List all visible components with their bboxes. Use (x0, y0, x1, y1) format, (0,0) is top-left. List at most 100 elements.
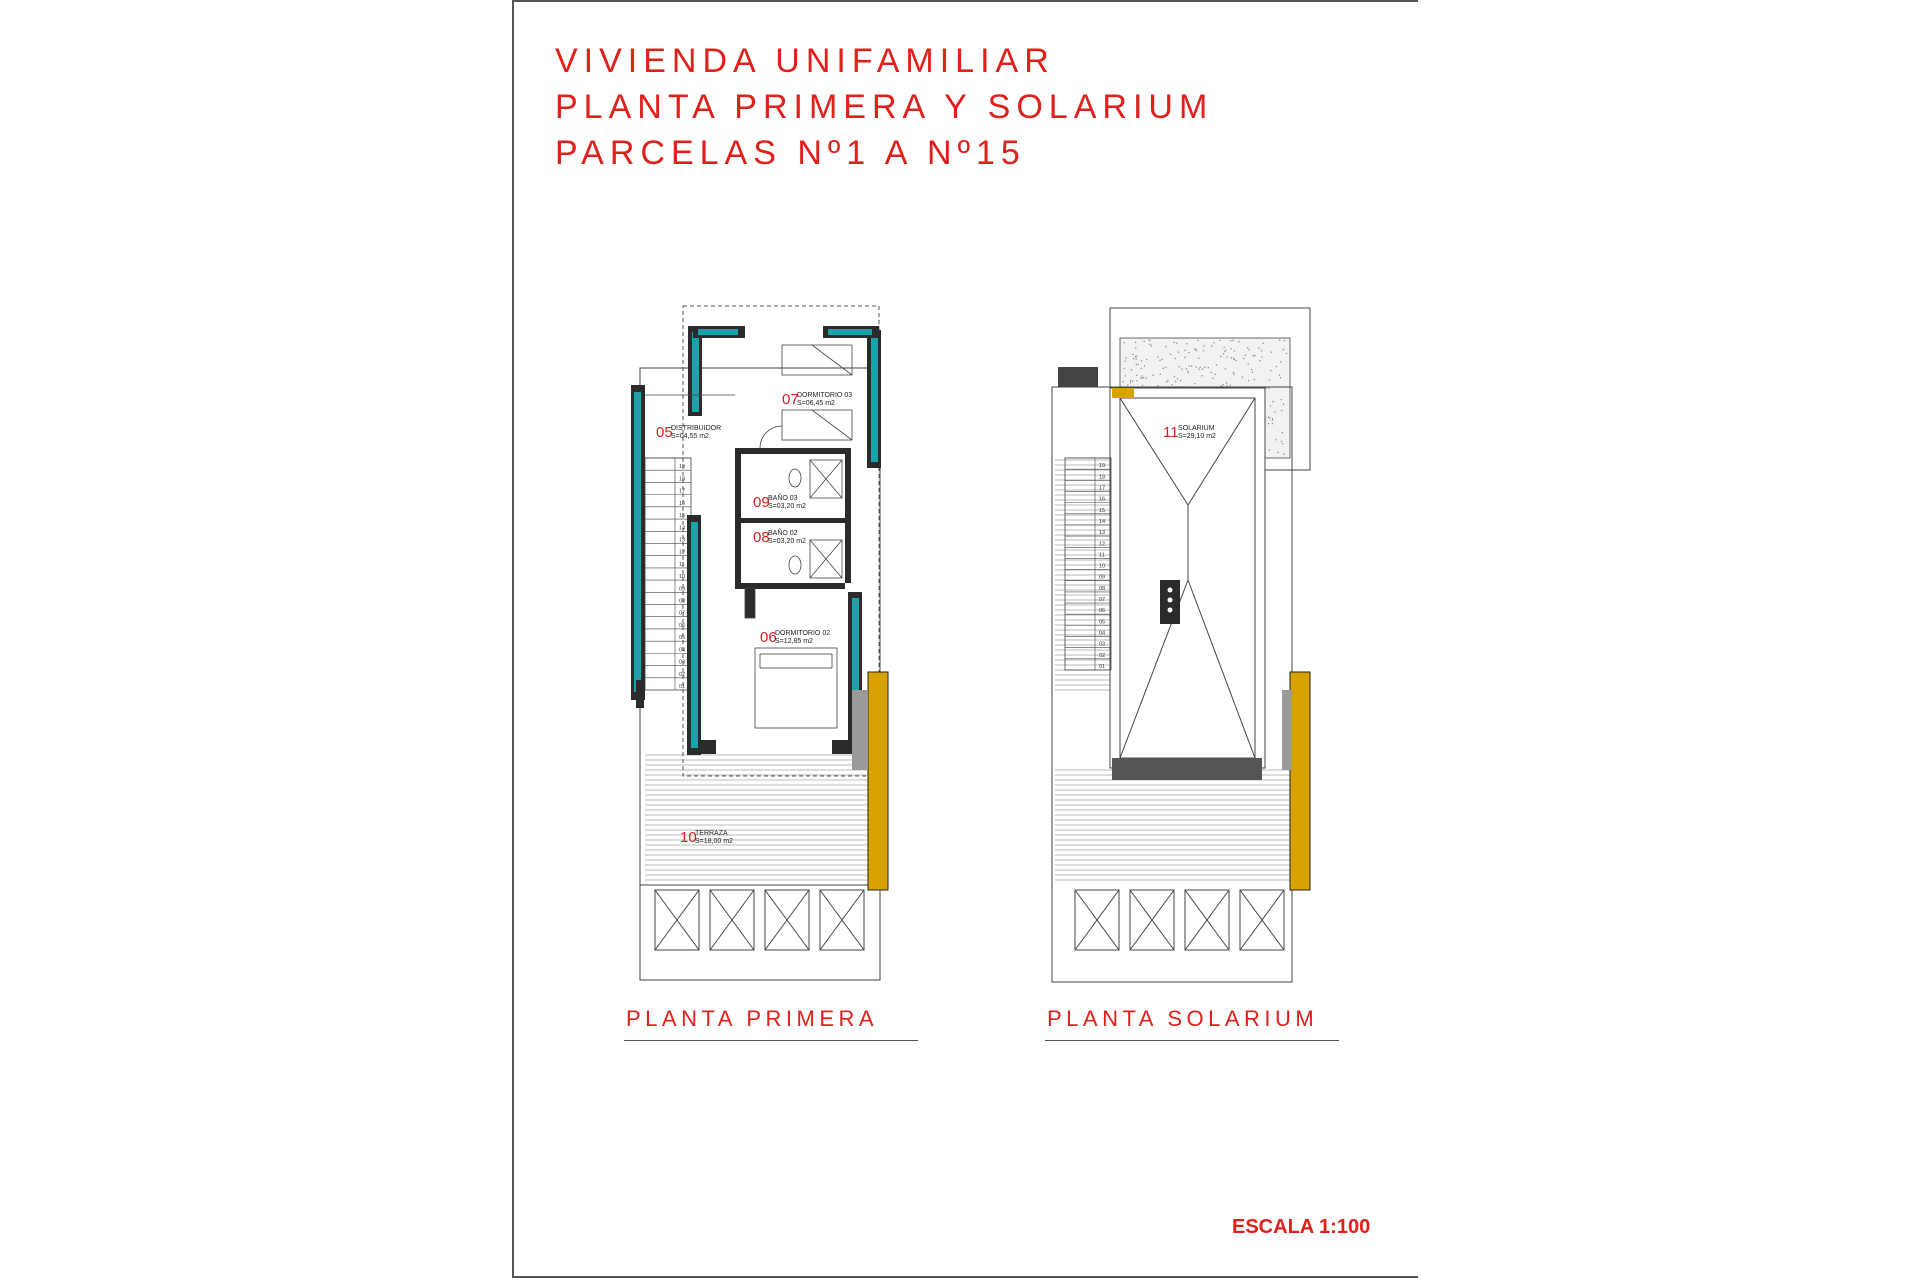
speckle-dot (1124, 375, 1126, 377)
room-area: S=06,45 m2 (797, 400, 835, 407)
speckle-dot (1282, 403, 1285, 406)
room-name: BAÑO 03 (768, 493, 798, 502)
speckle-dot (1162, 367, 1164, 369)
speckle-dot (1270, 369, 1272, 372)
room-number: 10 (680, 829, 697, 846)
speckle-dot (1173, 341, 1175, 344)
speckle-dot (1269, 417, 1271, 419)
speckle-dot (1224, 350, 1226, 353)
railing-top-solarium (1112, 388, 1134, 398)
speckle-dot (1285, 352, 1288, 354)
speckle-dot (1176, 378, 1179, 380)
speckle-dot (1275, 365, 1278, 368)
speckle-dot (1210, 371, 1212, 374)
room-name: DORMITORIO 02 (775, 630, 830, 637)
speckle-dot (1280, 398, 1282, 401)
speckle-dot (1283, 453, 1285, 455)
speckle-dot (1268, 379, 1271, 381)
speckle-dot (1123, 367, 1125, 370)
stair-step-number: 16 (1099, 497, 1105, 503)
stair-step-number: 18 (1099, 474, 1105, 480)
speckle-dot (1260, 350, 1263, 352)
speckle-dot (1143, 340, 1145, 343)
room-area: S=12,85 m2 (775, 638, 813, 645)
speckle-dot (1129, 380, 1132, 382)
speckle-dot (1150, 345, 1152, 347)
speckle-dot (1268, 449, 1270, 451)
stair-step-number: 08 (1099, 586, 1105, 592)
parking-bays-primera (654, 889, 865, 951)
speckle-dot (1169, 353, 1172, 356)
speckle-dot (1271, 417, 1274, 420)
speckle-dot (1159, 373, 1161, 376)
speckle-dot (1140, 360, 1143, 362)
speckle-dot (1194, 383, 1196, 385)
speckle-dot (1198, 368, 1200, 370)
stair-step-number: 19 (679, 464, 685, 470)
stair-step-number: 01 (1099, 664, 1105, 670)
stair-step-number: 05 (679, 635, 685, 641)
speckle-dot (1241, 376, 1244, 378)
stair-step-number: 03 (1099, 642, 1105, 648)
stair-step-number: 06 (1099, 608, 1105, 614)
stair-step-number: 13 (1099, 530, 1105, 536)
speckle-dot (1145, 377, 1148, 379)
room-name: SOLARIUM (1178, 425, 1215, 432)
room-number: 06 (760, 629, 777, 646)
speckle-dot (1224, 349, 1227, 351)
speckle-dot (1223, 346, 1225, 349)
speckle-dot (1235, 359, 1237, 362)
speckle-dot (1282, 348, 1285, 351)
speckle-dot (1188, 351, 1190, 354)
speckle-dot (1133, 358, 1135, 360)
speckle-dot (1278, 339, 1281, 341)
speckle-dot (1161, 358, 1163, 360)
speckle-dot (1131, 380, 1134, 382)
speckle-dot (1272, 400, 1274, 403)
interior-lines-primera (645, 344, 853, 729)
drawing-sheet (512, 0, 1418, 1278)
stair-step-number: 11 (1099, 552, 1105, 558)
room-number: 08 (753, 529, 770, 546)
speckle-dot (1210, 345, 1213, 347)
plan-label-underline-primera (624, 1040, 918, 1041)
title-line-1: VIVIENDA UNIFAMILIAR (555, 42, 1055, 80)
speckle-dot (1134, 355, 1137, 358)
room-area: S=04,55 m2 (671, 433, 709, 440)
speckle-dot (1157, 356, 1159, 358)
speckle-dot (1187, 370, 1189, 373)
speckle-dot (1242, 357, 1245, 360)
speckle-dot (1248, 348, 1250, 351)
speckle-dot (1165, 366, 1167, 369)
speckle-dot (1184, 356, 1186, 358)
room-area: S=18,00 m2 (695, 838, 733, 845)
speckle-dot (1136, 380, 1138, 382)
speckle-dot (1233, 350, 1236, 352)
stair-step-number: 03 (679, 660, 685, 666)
speckle-dot (1250, 368, 1253, 371)
speckle-dot (1220, 355, 1222, 358)
speckle-dot (1261, 356, 1263, 358)
speckle-dot (1176, 342, 1178, 344)
stair-step-number: 09 (1099, 575, 1105, 581)
speckle-dot (1143, 365, 1146, 367)
stair-step-number: 07 (1099, 597, 1105, 603)
speckle-dot (1204, 366, 1206, 368)
speckle-dot (1174, 357, 1176, 360)
stair-step-number: 11 (679, 562, 685, 568)
stair-step-number: 02 (1099, 653, 1105, 659)
speckle-dot (1279, 376, 1282, 379)
stair-step-number: 07 (679, 611, 685, 617)
speckle-dot (1187, 372, 1189, 374)
room-number: 05 (656, 424, 673, 441)
speckle-dot (1247, 363, 1249, 365)
speckle-dot (1220, 385, 1223, 387)
railing-solarium (1289, 671, 1311, 891)
speckle-dot (1149, 343, 1151, 346)
